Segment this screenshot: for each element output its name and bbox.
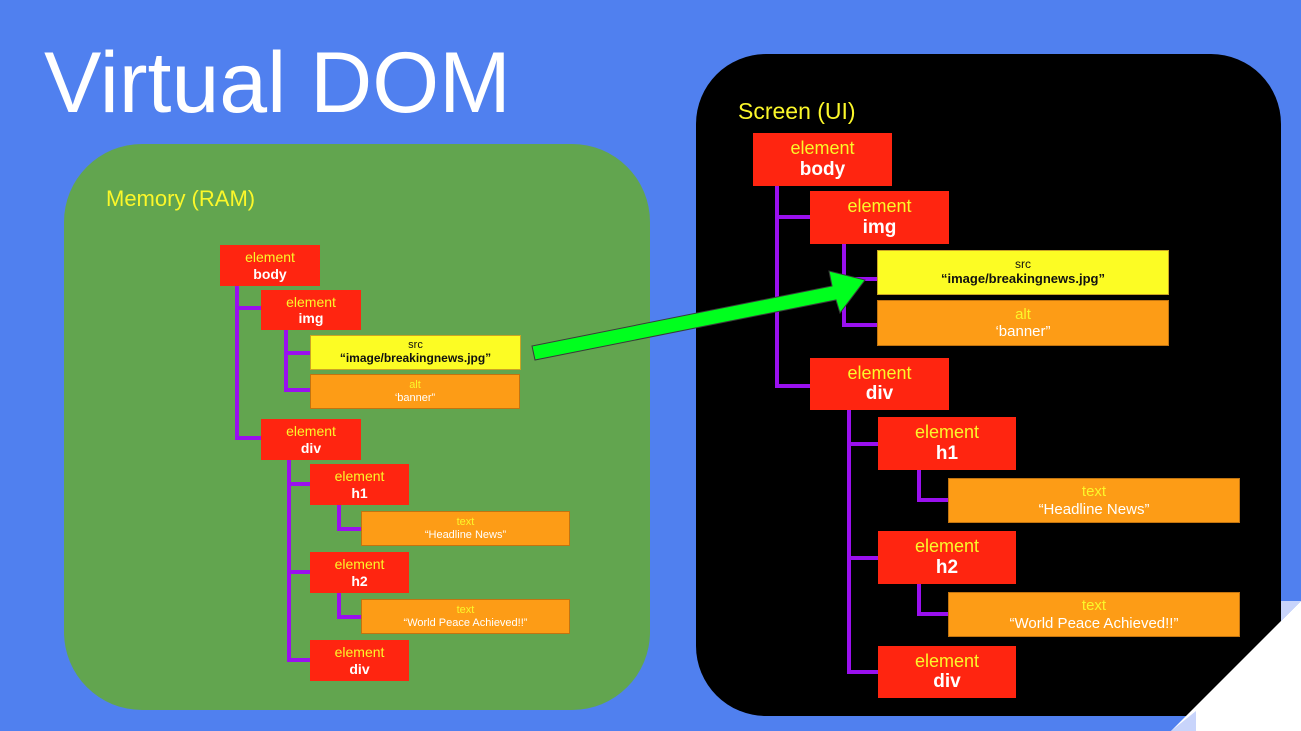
node-name: body: [253, 265, 287, 282]
node-name: div: [349, 660, 370, 677]
attr-value: ‘banner”: [995, 323, 1051, 340]
attr-value: ‘banner”: [394, 391, 436, 404]
connector: [917, 469, 921, 502]
node-element-h1: element h1: [878, 417, 1016, 470]
node-kind: element: [790, 138, 855, 159]
text-key: text: [1081, 483, 1107, 501]
node-name: img: [298, 310, 324, 326]
text-key: text: [456, 515, 475, 528]
memory-panel-label: Memory (RAM): [106, 186, 256, 211]
text-value: “World Peace Achieved!!”: [1009, 614, 1179, 632]
node-element-div-child: element div: [878, 646, 1016, 698]
connector: [337, 593, 341, 619]
connector: [284, 330, 288, 392]
node-attr-alt: alt ‘banner”: [310, 374, 520, 409]
node-name: h2: [935, 556, 959, 578]
node-text-headline: text “Headline News”: [948, 478, 1240, 523]
slide-title: Virtual DOM: [44, 35, 511, 131]
node-element-img: element img: [261, 290, 361, 330]
connector: [287, 570, 310, 574]
attr-key: src: [1015, 257, 1031, 272]
node-name: h1: [935, 442, 959, 464]
node-kind: element: [847, 196, 912, 217]
text-value: “Headline News”: [1038, 500, 1150, 518]
node-kind: element: [334, 556, 385, 573]
node-kind: element: [334, 644, 385, 661]
connector: [287, 658, 310, 662]
node-attr-src: src “image/breakingnews.jpg”: [877, 250, 1169, 295]
node-kind: element: [245, 249, 295, 266]
node-element-body: element body: [753, 133, 892, 186]
text-value: “World Peace Achieved!!”: [403, 616, 528, 629]
node-name: div: [300, 439, 322, 456]
connector: [847, 442, 878, 446]
page-curl-icon: [1171, 601, 1301, 731]
node-kind: element: [914, 536, 980, 557]
connector: [284, 351, 310, 355]
connector: [235, 436, 261, 440]
node-text-headline: text “Headline News”: [361, 511, 570, 546]
node-kind: element: [914, 650, 980, 671]
node-text-world-peace: text “World Peace Achieved!!”: [948, 592, 1240, 637]
connector: [337, 505, 341, 531]
connector: [917, 612, 948, 616]
node-name: body: [799, 158, 846, 180]
node-element-div: element div: [261, 419, 361, 460]
node-text-world-peace: text “World Peace Achieved!!”: [361, 599, 570, 634]
attr-key: src: [408, 339, 423, 352]
connector: [235, 306, 261, 310]
node-element-div-child: element div: [310, 640, 409, 681]
connector: [842, 323, 877, 327]
connector: [337, 615, 361, 619]
node-name: h1: [351, 484, 368, 501]
node-kind: element: [914, 422, 980, 443]
connector: [287, 482, 310, 486]
connector: [842, 243, 846, 327]
connector: [284, 388, 310, 392]
text-key: text: [1081, 597, 1107, 615]
connector: [842, 277, 877, 281]
node-kind: element: [286, 423, 336, 440]
connector: [235, 286, 239, 440]
connector: [847, 556, 878, 560]
connector: [775, 215, 810, 219]
connector: [775, 384, 810, 388]
node-name: img: [862, 216, 897, 238]
node-kind: element: [847, 362, 912, 383]
attr-key: alt: [1015, 305, 1031, 323]
node-name: h2: [351, 572, 368, 589]
node-element-h1: element h1: [310, 464, 409, 505]
node-kind: element: [334, 468, 385, 485]
connector: [337, 527, 361, 531]
node-attr-alt: alt ‘banner”: [877, 300, 1169, 346]
node-element-img: element img: [810, 191, 949, 244]
connector: [847, 670, 878, 674]
screen-panel-label: Screen (UI): [738, 98, 856, 124]
node-kind: element: [286, 293, 336, 310]
attr-key: alt: [409, 378, 421, 391]
attr-value: “image/breakingnews.jpg”: [339, 350, 492, 365]
node-name: div: [933, 671, 961, 693]
attr-value: “image/breakingnews.jpg”: [941, 270, 1105, 286]
connector: [917, 498, 948, 502]
node-element-div: element div: [810, 358, 949, 410]
connector: [917, 583, 921, 616]
node-attr-src: src “image/breakingnews.jpg”: [310, 335, 521, 370]
text-value: “Headline News”: [424, 528, 507, 541]
node-element-h2: element h2: [310, 552, 409, 593]
connector: [847, 410, 851, 672]
text-key: text: [456, 603, 475, 616]
node-element-h2: element h2: [878, 531, 1016, 584]
node-element-body: element body: [220, 245, 320, 286]
node-name: div: [865, 383, 894, 405]
connector: [287, 460, 291, 662]
